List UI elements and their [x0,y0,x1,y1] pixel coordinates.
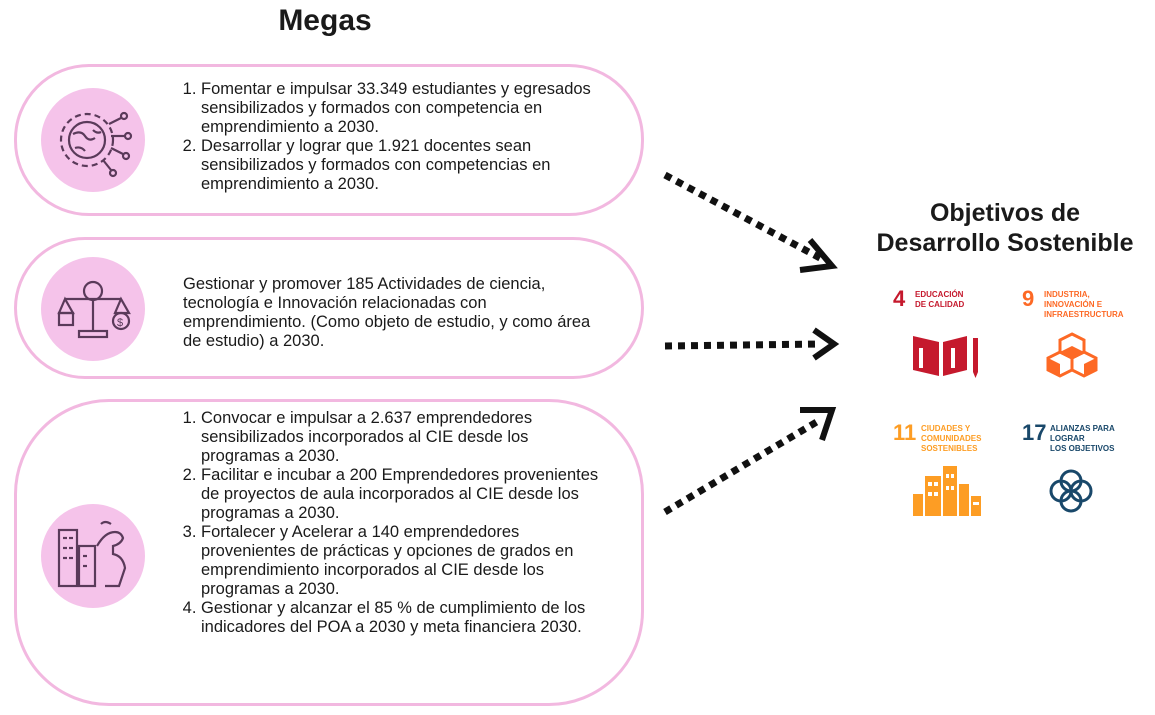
sdg-label-line: Alianzas para [1050,424,1115,433]
mega-card-1: Fomentar e impulsar 33.349 estudiantes y… [14,64,644,216]
sdg-label-line: innovación e [1044,300,1103,309]
city-hand-icon [57,520,127,588]
ods-title: Objetivos de Desarrollo Sostenible [860,198,1150,258]
sdg-17-tile: 17 Alianzas para lograr los objetivos [1022,420,1132,530]
sdg-label-line: sostenibles [921,444,978,453]
list-item: Convocar e impulsar a 2.637 emprendedore… [201,409,607,466]
arrow-2 [664,340,821,350]
sdg-label-line: de calidad [915,300,965,309]
list-item: Desarrollar y lograr que 1.921 docentes … [201,137,607,194]
icon-circle [41,88,145,192]
sdg-label-line: Industria, [1044,290,1090,299]
sdg-label-line: lograr [1050,434,1085,443]
sdg-label-line: comunidades [921,434,982,443]
sdg-number: 17 [1022,420,1047,445]
ods-title-line-2: Desarrollo Sostenible [876,229,1134,257]
mega-card-3: Convocar e impulsar a 2.637 emprendedore… [14,399,644,706]
arrow-1 [663,171,822,262]
book-pencil-icon [913,336,978,378]
sdg-number: 4 [893,286,906,311]
sdg-label: Ciudades y comunidades sostenibles [921,424,981,454]
mega-card-2: $ Gestionar y promover 185 Actividades d… [14,237,644,379]
sdg-11-tile: 11 Ciudades y comunidades sostenibles [893,420,1003,530]
cubes-icon [1046,332,1098,378]
sdg-number: 11 [893,420,917,445]
icon-circle: $ [41,257,145,361]
mega-card-2-text: Gestionar y promover 185 Actividades de … [183,275,591,350]
list-item: Facilitar e incubar a 200 Emprendedores … [201,466,607,523]
list-item: Fortalecer y Acelerar a 140 emprendedore… [201,523,607,599]
sdg-9-tile: 9 Industria, innovación e infraestructur… [1022,286,1132,396]
list-item: Fomentar e impulsar 33.349 estudiantes y… [201,80,607,137]
sdg-number: 9 [1022,286,1035,311]
sdg-label-line: Educación [915,290,964,299]
ods-title-line-1: Objetivos de [929,199,1081,227]
balance-scale-icon: $ [57,280,131,339]
svg-text:$: $ [117,317,123,329]
mega-card-1-text: Fomentar e impulsar 33.349 estudiantes y… [177,80,607,194]
mega-card-3-text: Convocar e impulsar a 2.637 emprendedore… [177,409,607,637]
sdg-label-line: infraestructura [1044,310,1124,319]
arrow-3 [663,416,822,516]
sdg-label-line: Ciudades y [921,424,971,433]
page-title: Megas [278,4,372,37]
sdg-label: Educación de calidad [915,290,964,310]
globe-gear-icon [59,111,133,178]
arrow-3-head [800,407,837,441]
icon-circle [41,504,145,608]
city-buildings-icon [913,466,981,516]
arrow-1-head [799,238,838,273]
sdg-label: Alianzas para lograr los objetivos [1050,424,1115,454]
sdg-label: Industria, innovación e infraestructura [1044,290,1124,320]
rings-icon [1049,469,1093,513]
arrow-2-head [812,327,840,361]
list-item: Gestionar y alcanzar el 85 % de cumplimi… [201,599,607,637]
sdg-4-tile: 4 Educación de calidad [893,286,1003,396]
sdg-label-line: los objetivos [1050,444,1115,453]
